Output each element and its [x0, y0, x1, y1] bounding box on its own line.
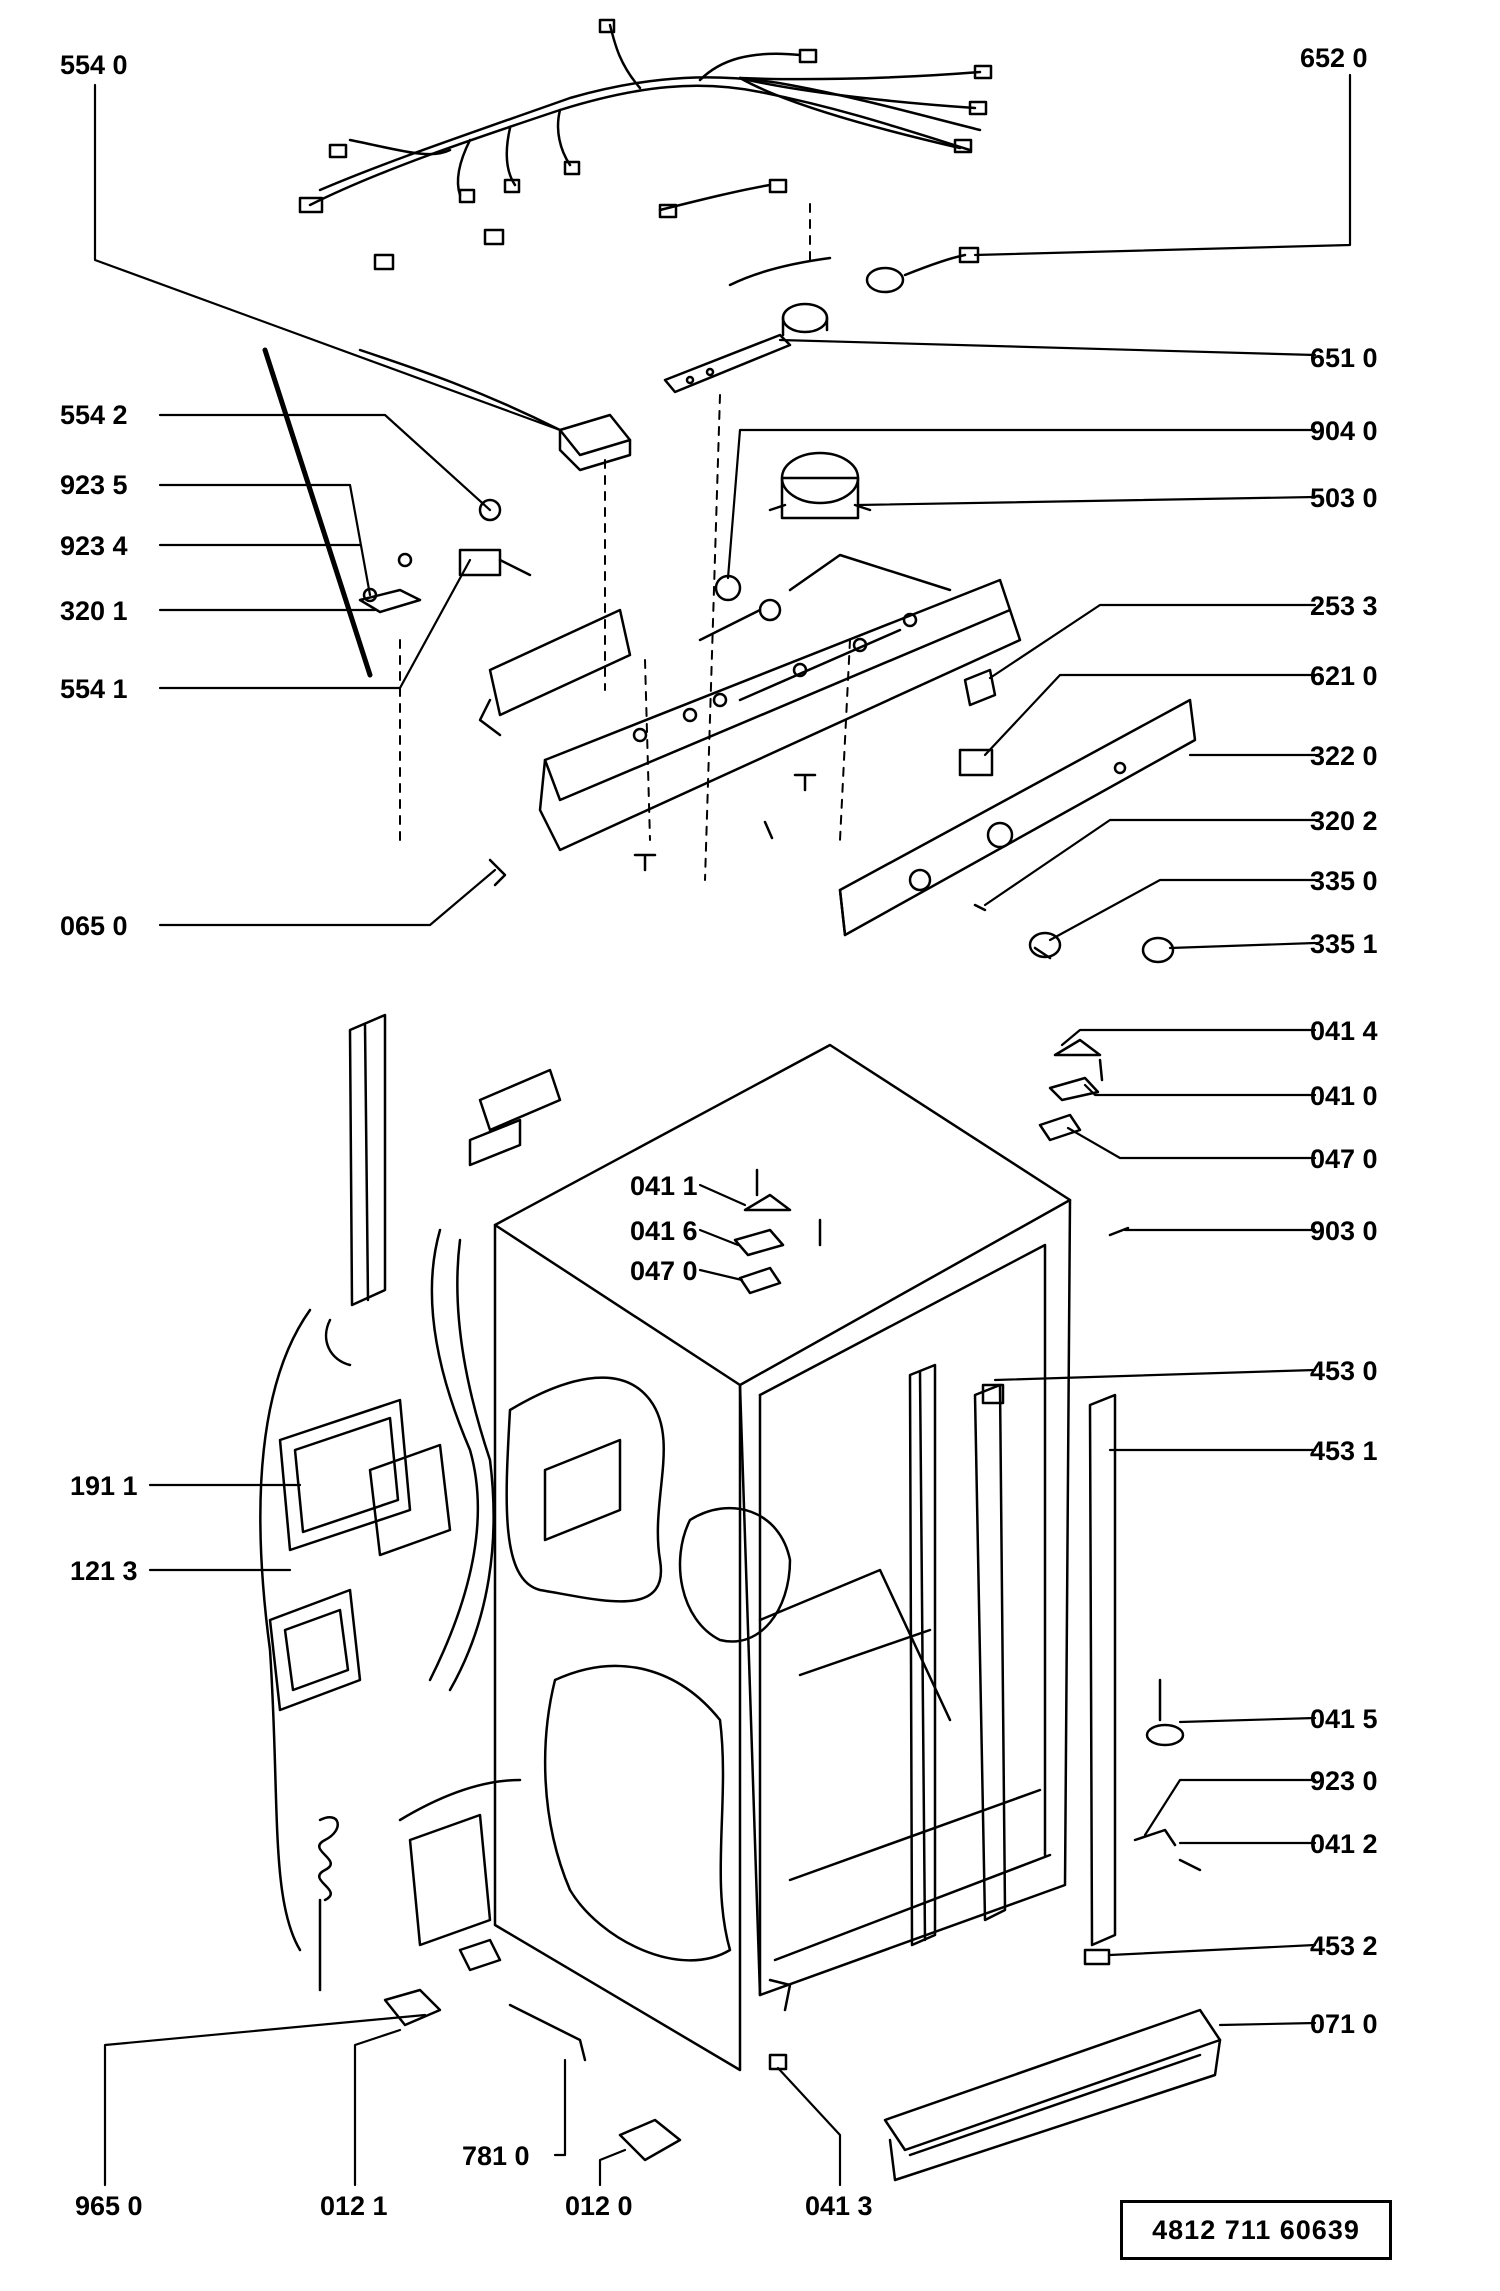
hinge-part — [733, 1168, 822, 1295]
callout-label: 041 2 — [1310, 1829, 1378, 1859]
screw-part — [793, 773, 817, 792]
callout-label: 047 0 — [1310, 1144, 1378, 1174]
callout-label: 554 2 — [60, 400, 128, 430]
bracket-part — [478, 608, 632, 737]
callout-label: 041 3 — [805, 2191, 873, 2221]
document-number: 4812 711 60639 — [1152, 2214, 1360, 2245]
screw-part — [397, 552, 413, 568]
callout-label: 041 1 — [630, 1171, 698, 1201]
callout-label: 554 1 — [60, 674, 128, 704]
clip-part — [488, 858, 507, 887]
callout-label: 965 0 — [75, 2191, 143, 2221]
kick-plate-part — [883, 2008, 1222, 2182]
wiring-loom-part — [259, 1228, 522, 1952]
callout-label: 041 4 — [1310, 1016, 1378, 1046]
callout-label: 335 0 — [1310, 866, 1378, 896]
clip-part — [768, 1978, 792, 2012]
callout-label: 652 0 — [1300, 43, 1368, 73]
screw-part — [763, 820, 774, 840]
switch-part — [958, 748, 994, 777]
callout-label: 322 0 — [1310, 741, 1378, 771]
wiring-harness-part — [298, 18, 993, 219]
clip-part — [768, 2053, 788, 2071]
hinge-part — [1038, 1038, 1104, 1142]
callout-label: 041 5 — [1310, 1704, 1378, 1734]
door-seal-strip-part — [908, 1363, 1117, 1947]
thermostat-sensor-part — [663, 333, 792, 394]
clip-part — [483, 228, 505, 246]
callout-label: 903 0 — [1310, 1216, 1378, 1246]
heater-element-part — [278, 1398, 452, 1557]
callout-label: 554 0 — [60, 50, 128, 80]
hinge-part — [1133, 1678, 1202, 1872]
knob-part — [1028, 931, 1175, 964]
callout-label: 191 1 — [70, 1471, 138, 1501]
callout-label: 651 0 — [1310, 343, 1378, 373]
clip-part — [981, 1383, 1005, 1405]
callout-label: 453 0 — [1310, 1356, 1378, 1386]
capacitor-part — [728, 246, 980, 337]
callout-label: 012 0 — [565, 2191, 633, 2221]
leader-lines — [93, 73, 1352, 2187]
thermostat-part — [768, 451, 872, 520]
callout-label: 121 3 — [70, 1556, 138, 1586]
screw-part — [633, 853, 657, 872]
callout-label: 923 4 — [60, 531, 128, 561]
callout-label: 335 1 — [1310, 929, 1378, 959]
callout-label: 621 0 — [1310, 661, 1378, 691]
clip-part — [1083, 1948, 1111, 1966]
callout-label: 041 0 — [1310, 1081, 1378, 1111]
lamp-socket-part — [963, 668, 997, 707]
callout-label: 065 0 — [60, 911, 128, 941]
connector-part — [383, 1938, 682, 2162]
screw-part — [973, 903, 987, 912]
callout-label: 923 0 — [1310, 1766, 1378, 1796]
callout-label: 320 1 — [60, 596, 128, 626]
clip-part — [358, 588, 422, 614]
cabinet-part — [493, 1043, 1072, 2072]
relay-part — [358, 348, 632, 472]
callout-label: 041 6 — [630, 1216, 698, 1246]
callout-label: 071 0 — [1310, 2009, 1378, 2039]
callout-label: 781 0 — [462, 2141, 530, 2171]
switch-part — [458, 498, 532, 577]
alignment-lines — [399, 199, 851, 881]
control-panel-part — [838, 698, 1197, 937]
callout-label: 012 1 — [320, 2191, 388, 2221]
rod-part — [262, 347, 373, 678]
filter-part — [268, 1588, 362, 1712]
control-housing-part — [538, 553, 1022, 852]
clip-part — [373, 253, 395, 271]
callout-label: 253 3 — [1310, 591, 1378, 621]
callout-label: 453 1 — [1310, 1436, 1378, 1466]
drain-tube-part — [508, 2003, 587, 2062]
coil-part — [317, 1813, 492, 1992]
callout-label: 320 2 — [1310, 806, 1378, 836]
document-number-box: 4812 711 60639 — [1120, 2200, 1392, 2260]
callout-label: 904 0 — [1310, 416, 1378, 446]
callout-label: 923 5 — [60, 470, 128, 500]
callout-label: 453 2 — [1310, 1931, 1378, 1961]
callout-label: 047 0 — [630, 1256, 698, 1286]
grommet-part — [714, 574, 742, 602]
callout-label: 503 0 — [1310, 483, 1378, 513]
cutaway-outline — [505, 1376, 792, 1962]
mounting-bracket-part — [348, 1013, 562, 1307]
